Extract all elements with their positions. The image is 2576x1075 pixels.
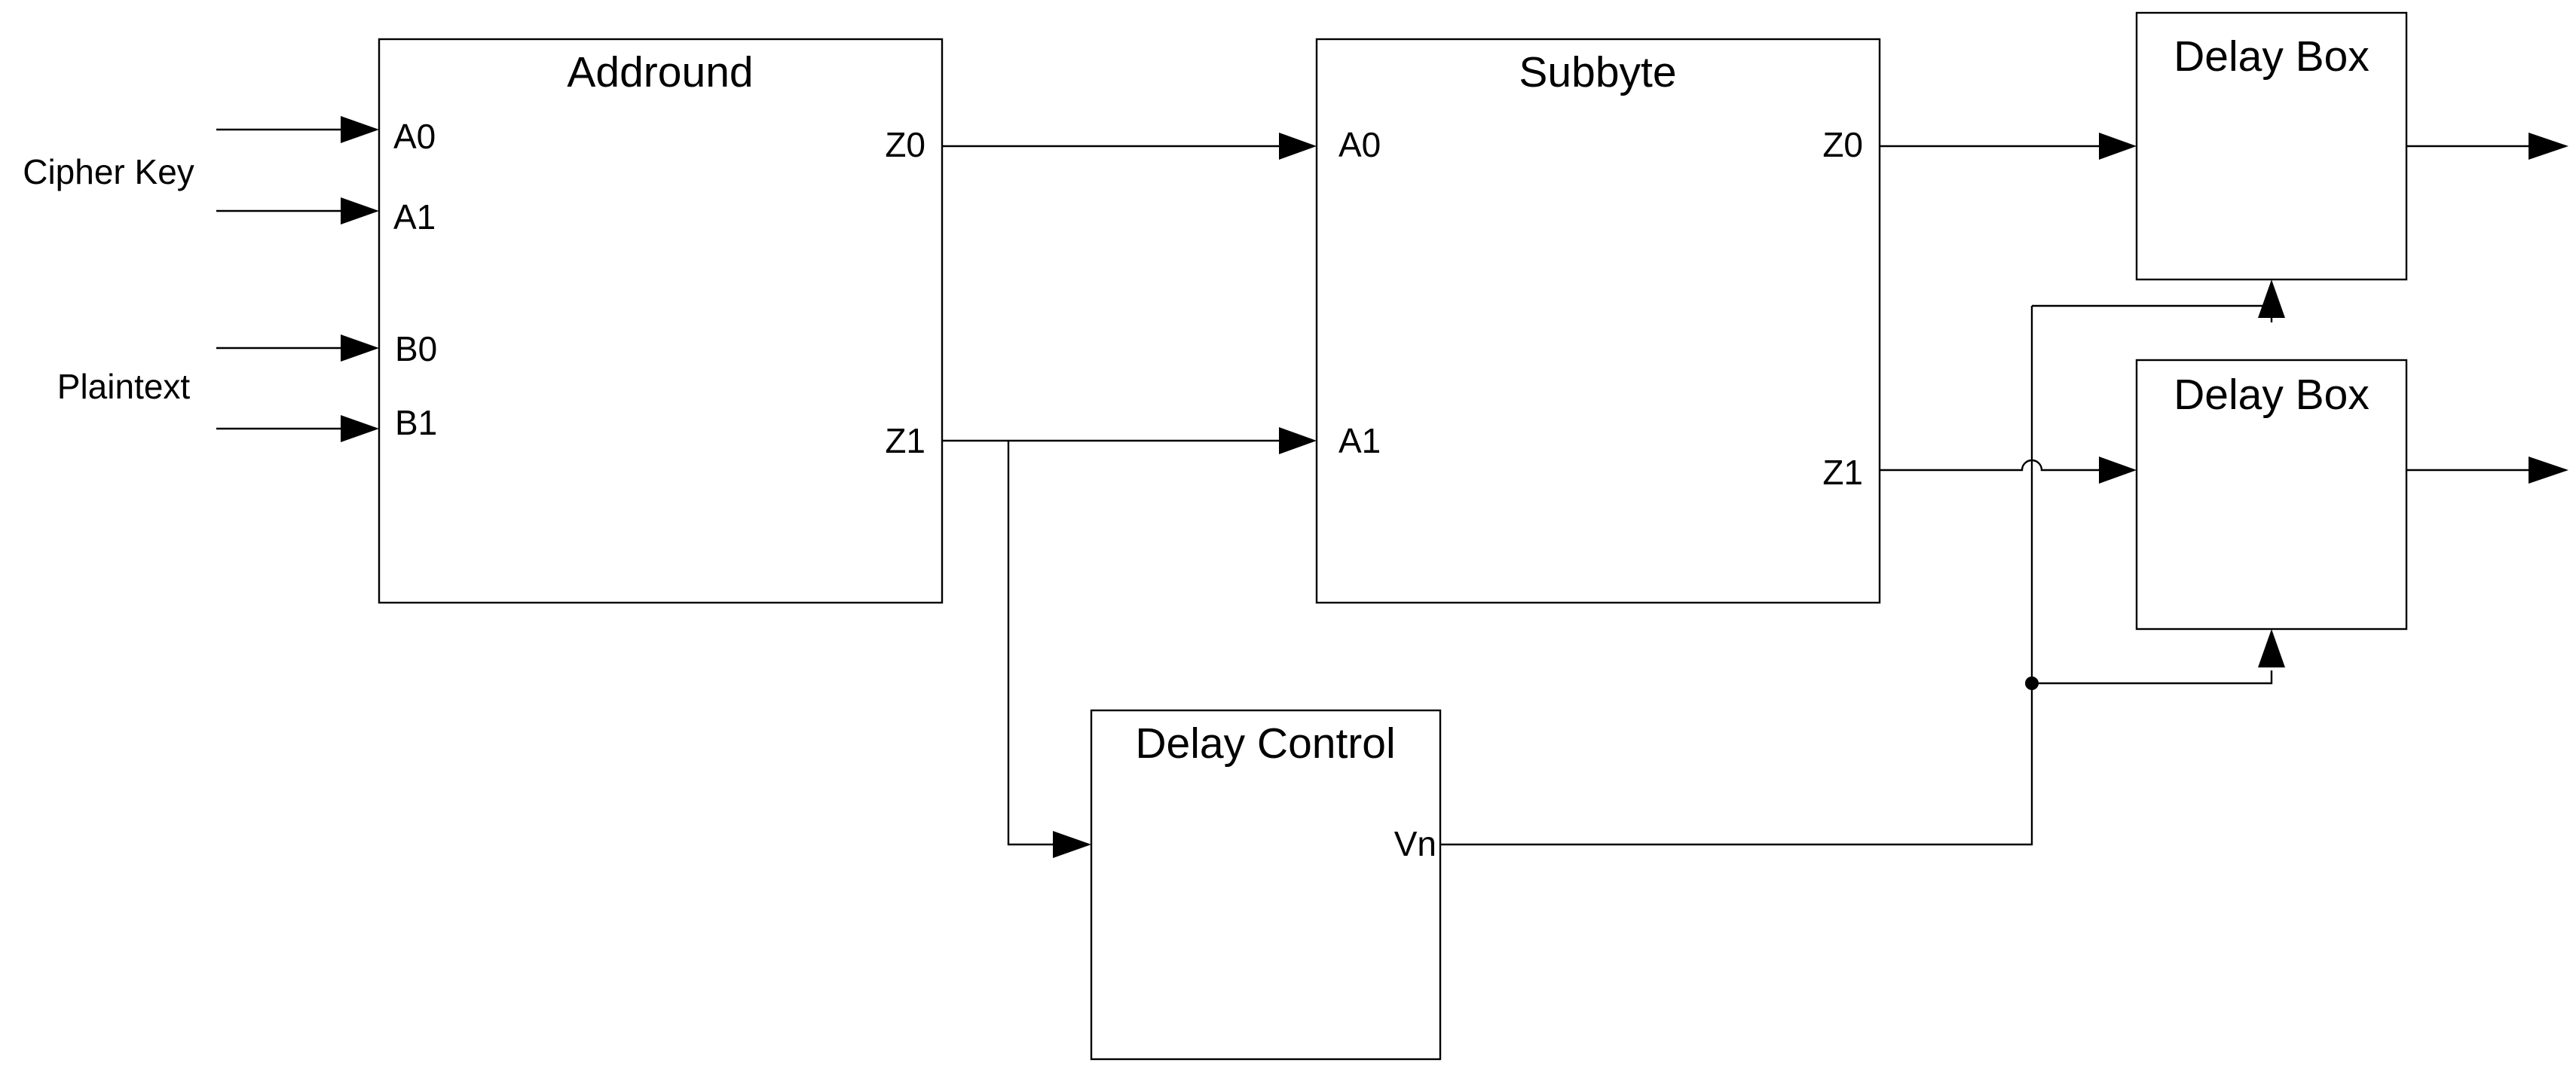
arrow-addround-b0 xyxy=(341,334,379,362)
arrow-addround-a0 xyxy=(341,116,379,143)
arrow-delay-box-1-control xyxy=(2258,279,2285,318)
delay-control-block: Delay Control Vn xyxy=(1090,709,1442,1061)
z1-to-delay-control-wire xyxy=(1007,441,1053,846)
cipher-key-label: Cipher Key xyxy=(23,152,194,191)
arrow-delay-box-2-output xyxy=(2529,457,2568,484)
vn-to-delay-box-1-wire xyxy=(2032,304,2273,322)
arrowheads xyxy=(341,116,2568,858)
vn-to-delay-box-2-wire xyxy=(2032,670,2273,685)
arrow-delay-box-1-output xyxy=(2529,133,2568,160)
addround-block: Addround A0 A1 B0 B1 Z0 Z1 xyxy=(378,38,944,604)
delay-box-2: Delay Box xyxy=(2135,359,2408,631)
arrow-addround-b1 xyxy=(341,415,379,442)
addround-port-a1: A1 xyxy=(393,197,436,237)
arrow-addround-a1 xyxy=(341,197,379,224)
subbyte-port-a0: A0 xyxy=(1338,125,1381,164)
addround-title: Addround xyxy=(567,48,753,96)
vn-junction-dot xyxy=(2025,676,2039,690)
subbyte-block: Subbyte A0 A1 Z0 Z1 xyxy=(1315,38,1881,604)
subbyte-port-z0: Z0 xyxy=(1822,125,1863,164)
subbyte-title: Subbyte xyxy=(1519,48,1676,96)
connections xyxy=(216,128,2532,846)
addround-port-z1: Z1 xyxy=(885,421,925,460)
subbyte-port-z1: Z1 xyxy=(1822,453,1863,492)
delay-control-title: Delay Control xyxy=(1135,719,1395,768)
vn-control-wire xyxy=(1440,306,2033,846)
addround-port-b1: B1 xyxy=(395,403,437,442)
subbyte-port-a1: A1 xyxy=(1338,421,1381,460)
arrow-delay-box-1-input xyxy=(2099,133,2137,160)
arrow-delay-box-2-control xyxy=(2258,629,2285,667)
plaintext-label: Plaintext xyxy=(57,367,191,406)
delay-box-1-title: Delay Box xyxy=(2174,32,2369,81)
arrow-delay-box-2-input xyxy=(2099,457,2137,484)
arrow-subbyte-a0 xyxy=(1279,133,1317,160)
arrow-delay-control-input xyxy=(1053,831,1091,858)
addround-port-b0: B0 xyxy=(395,329,437,368)
arrow-subbyte-a1 xyxy=(1279,427,1317,454)
delay-box-1: Delay Box xyxy=(2135,11,2408,281)
subbyte-z1-to-delay-box-2-wire xyxy=(1880,459,2099,472)
delay-control-port-vn: Vn xyxy=(1394,824,1436,863)
addround-port-z0: Z0 xyxy=(885,125,925,164)
delay-box-2-title: Delay Box xyxy=(2174,371,2369,419)
addround-port-a0: A0 xyxy=(393,117,436,156)
